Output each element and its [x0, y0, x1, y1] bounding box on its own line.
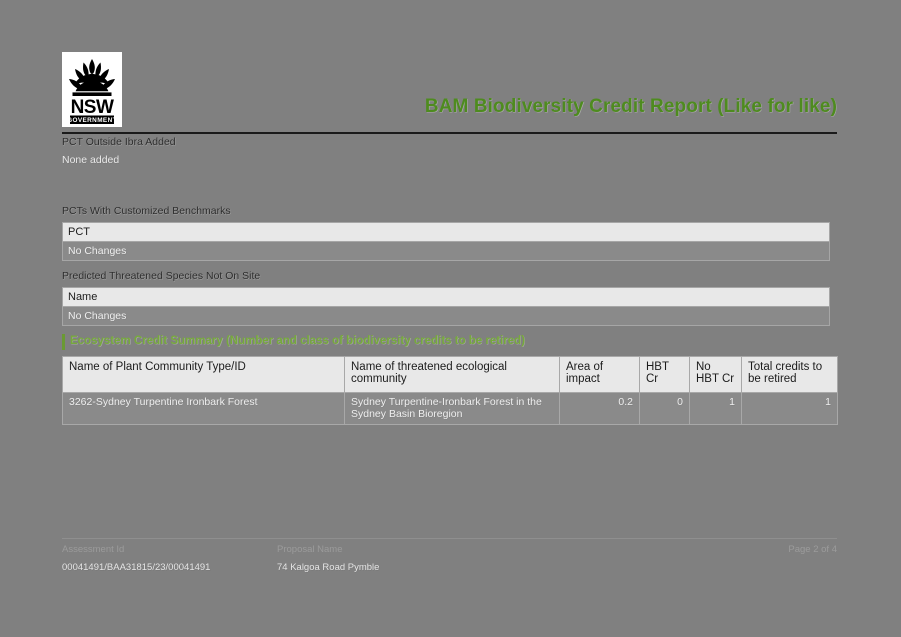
column-header-nohbt: No HBT Cr	[689, 356, 742, 393]
report-footer: Assessment Id 00041491/BAA31815/23/00041…	[62, 543, 837, 583]
column-header-pct: Name of Plant Community Type/ID	[62, 356, 345, 393]
cell-area-of-impact: 0.2	[559, 392, 640, 425]
pcts-customized-label: PCTs With Customized Benchmarks	[62, 205, 231, 217]
pct-outside-ibra-label: PCT Outside Ibra Added	[62, 136, 176, 148]
table-row: 3262-Sydney Turpentine Ironbark Forest S…	[62, 392, 838, 425]
report-header: NSW GOVERNMENT BAM Biodiversity Credit R…	[62, 52, 837, 134]
predicted-species-label: Predicted Threatened Species Not On Site	[62, 270, 261, 282]
report-title: BAM Biodiversity Credit Report (Like for…	[424, 96, 837, 117]
svg-text:NSW: NSW	[71, 97, 114, 118]
nsw-waratah-icon: NSW GOVERNMENT	[67, 59, 117, 124]
ecosystem-credit-summary-heading: Ecosystem Credit Summary (Number and cla…	[62, 334, 837, 350]
footer-assessment-id: Assessment Id 00041491/BAA31815/23/00041…	[62, 543, 210, 575]
cell-pct: 3262-Sydney Turpentine Ironbark Forest	[62, 392, 345, 425]
table-header-row: Name of Plant Community Type/ID Name of …	[62, 356, 838, 393]
column-header-tec: Name of threatened ecological community	[344, 356, 560, 393]
footer-proposal-name: Proposal Name 74 Kalgoa Road Pymble	[277, 543, 379, 575]
predicted-species-table: Name No Changes	[62, 287, 830, 326]
table-row: No Changes	[63, 307, 829, 325]
cell-no-hbt-cr: 1	[689, 392, 742, 425]
cell-hbt-cr: 0	[639, 392, 690, 425]
proposal-name-value: 74 Kalgoa Road Pymble	[277, 562, 380, 573]
pct-outside-ibra-value: None added	[62, 154, 120, 166]
header-divider	[62, 132, 837, 134]
svg-text:GOVERNMENT: GOVERNMENT	[67, 117, 117, 124]
column-header-hbt: HBT Cr	[639, 356, 690, 393]
pcts-customized-table: PCT No Changes	[62, 222, 830, 261]
cell-total-credits: 1	[741, 392, 838, 425]
page-indicator: Page 2 of 4	[788, 544, 837, 555]
pcts-customized-column-header: PCT	[63, 223, 829, 242]
assessment-id-value: 00041491/BAA31815/23/00041491	[62, 562, 211, 573]
predicted-species-column-header: Name	[63, 288, 829, 307]
assessment-id-label: Assessment Id	[62, 544, 125, 555]
footer-page-indicator: Page 2 of 4	[788, 543, 837, 557]
column-header-total: Total credits to be retired	[741, 356, 838, 393]
ecosystem-credit-summary-table: Name of Plant Community Type/ID Name of …	[62, 356, 838, 425]
nsw-government-logo: NSW GOVERNMENT	[62, 52, 122, 127]
proposal-name-label: Proposal Name	[277, 544, 343, 555]
footer-divider	[62, 538, 837, 539]
cell-tec: Sydney Turpentine-Ironbark Forest in the…	[344, 392, 560, 425]
table-row: No Changes	[63, 242, 829, 260]
column-header-area: Area of impact	[559, 356, 640, 393]
